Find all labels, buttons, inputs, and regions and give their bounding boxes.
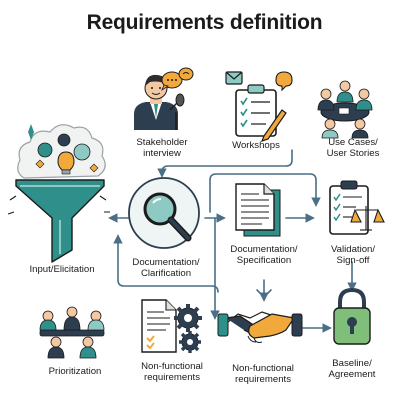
workshop-checklist-icon: [225, 71, 293, 142]
label-input-elicitation: Input/Elicitation: [29, 264, 95, 275]
magnifier-icon: [128, 177, 200, 249]
label-documentation-clarification: Documentation/ Clarification: [132, 257, 200, 279]
handshake-icon: [217, 311, 303, 343]
arrow-to-handshake-b: [256, 289, 272, 298]
validation-clipboard-icon: [329, 180, 385, 235]
label-use-cases: Use Cases/ User Stories: [326, 137, 380, 159]
prioritization-team-icon: [39, 306, 105, 359]
document-icon: [235, 183, 281, 237]
gear-icon: [174, 304, 202, 332]
label-stakeholder-interview: Stakeholder interview: [136, 137, 188, 159]
team-meeting-icon: [317, 80, 373, 139]
label-baseline-agreement: Baseline/ Agreement: [328, 358, 376, 380]
scales-icon: [350, 206, 385, 231]
lock-icon: [333, 287, 371, 345]
label-documentation-specification: Documentation/ Specification: [230, 244, 298, 266]
funnel-ideas-icon: [7, 124, 110, 263]
connectors: [108, 149, 357, 333]
label-workshops: Workshops: [232, 140, 280, 151]
label-prioritization: Prioritization: [48, 366, 102, 377]
requirements-gears-icon: [141, 299, 202, 353]
page-title: Requirements definition: [86, 11, 323, 34]
stakeholder-speaker-icon: [134, 67, 194, 130]
arrow-specification-loop: [209, 173, 321, 213]
label-nonfunctional-2: Non-functional requirements: [232, 363, 294, 385]
arrow-workshops-to-clarification: [157, 149, 293, 178]
arrow-feedback-to-elicitation: [113, 234, 219, 293]
label-validation-signoff: Validation/ Sign-off: [330, 244, 376, 266]
label-nonfunctional-1: Non-functional requirements: [141, 361, 203, 383]
gear-icon: [179, 331, 201, 353]
